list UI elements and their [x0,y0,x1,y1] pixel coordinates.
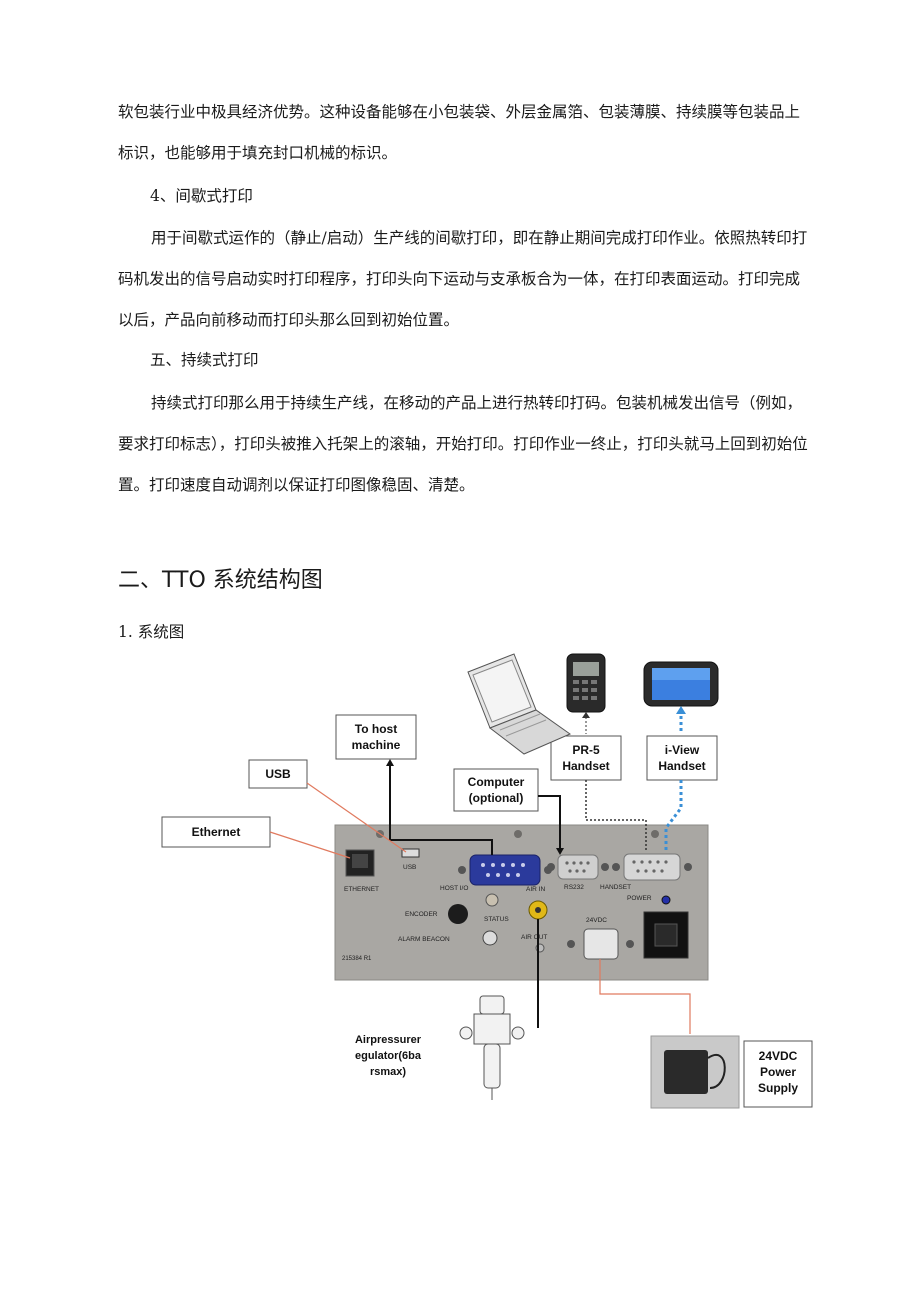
host-io-cable [389,763,493,855]
tto-system-diagram: ETHERNET USB HOST I/O RS232 HANDSET POWE… [161,653,813,1109]
callout-computer [453,768,539,812]
callout-psu-line2: Power [760,1065,796,1079]
iview-cable [664,780,683,852]
callout-iview-line1: i-View [665,743,700,757]
panel-part-number: 215384 R1 [342,956,372,962]
heading-continuous-print: 五、持续式打印 [150,351,259,369]
callout-pr5-line1: PR-5 [572,743,600,757]
panel-label-24vdc: 24VDC [586,917,607,924]
panel-label-power: POWER [627,895,652,902]
alarm-beacon-port [482,930,498,946]
usb-port [401,848,420,858]
encoder-knob [448,904,468,924]
pr5-cable [585,780,647,852]
panel-label-handset: HANDSET [600,884,631,891]
air-regulator-label-line2: egulator(6ba [355,1050,422,1062]
callout-ethernet-text: Ethernet [192,825,241,839]
heading-intermittent-print: 4、间歇式打印 [150,187,253,205]
rs232-connector [557,854,599,880]
power-supply-brick [664,1050,708,1094]
panel-label-status: STATUS [484,916,509,923]
dc-socket [583,928,619,960]
sub-title: 1. 系统图 [118,623,185,641]
callout-psu-line1: 24VDC [759,1049,798,1063]
callout-power-supply [743,1040,813,1108]
laptop-icon [467,653,572,755]
callout-to-host-line1: To host [355,722,397,736]
panel-label-rs232: RS232 [564,884,584,891]
panel-label-usb: USB [403,864,416,871]
usb-callout-line [306,782,407,853]
paragraph-continuous: 持续式打印那么用于持续生产线，在移动的产品上进行热转印打码。包装机械发出信号（例… [118,394,808,494]
handset-connector [623,853,681,881]
callout-psu-line3: Supply [758,1081,798,1095]
screw-icon [651,830,659,838]
panel-label-host-io: HOST I/O [440,885,468,892]
callout-pr5-line2: Handset [562,759,609,773]
ethernet-port [345,849,375,877]
panel-label-air-out: AIR OUT [521,934,547,941]
air-regulator-label-line3: rsmax) [370,1066,406,1078]
callout-usb-text: USB [265,767,291,781]
paragraph-intermittent: 用于间歇式运作的（静止/启动）生产线的间歇打印，即在静止期间完成打印作业。依照热… [118,229,808,329]
callout-usb [248,759,308,789]
panel-label-alarm-beacon: ALARM BEACON [398,936,450,943]
callout-to-host-line2: machine [352,738,401,752]
computer-cable [538,795,561,852]
section-title: 二、TTO 系统结构图 [118,568,323,593]
paragraph-packaging: 软包装行业中极具经济优势。这种设备能够在小包装袋、外层金属箔、包装薄膜、持续膜等… [118,103,801,162]
iview-handset-icon [643,661,719,707]
host-io-connector [469,854,541,886]
power-led-icon [661,895,671,905]
ethernet-callout-line [269,831,351,859]
pr5-handset-icon [566,653,606,713]
callout-computer-line2: (optional) [469,791,524,805]
callout-to-host [335,714,417,760]
air-regulator-icon [459,995,525,1100]
air-regulator-label-line1: Airpressurer [355,1034,422,1046]
callout-iview [646,735,718,781]
panel-label-encoder: ENCODER [405,911,438,918]
panel-label-air-in: AIR IN [526,886,545,893]
panel-label-ethernet: ETHERNET [344,886,379,893]
screw-icon [514,830,522,838]
callout-pr5 [550,735,622,781]
callout-ethernet [161,816,271,848]
callout-iview-line2: Handset [658,759,705,773]
power-cable [599,959,691,1034]
callout-computer-line1: Computer [468,775,525,789]
status-led-icon [485,893,499,907]
